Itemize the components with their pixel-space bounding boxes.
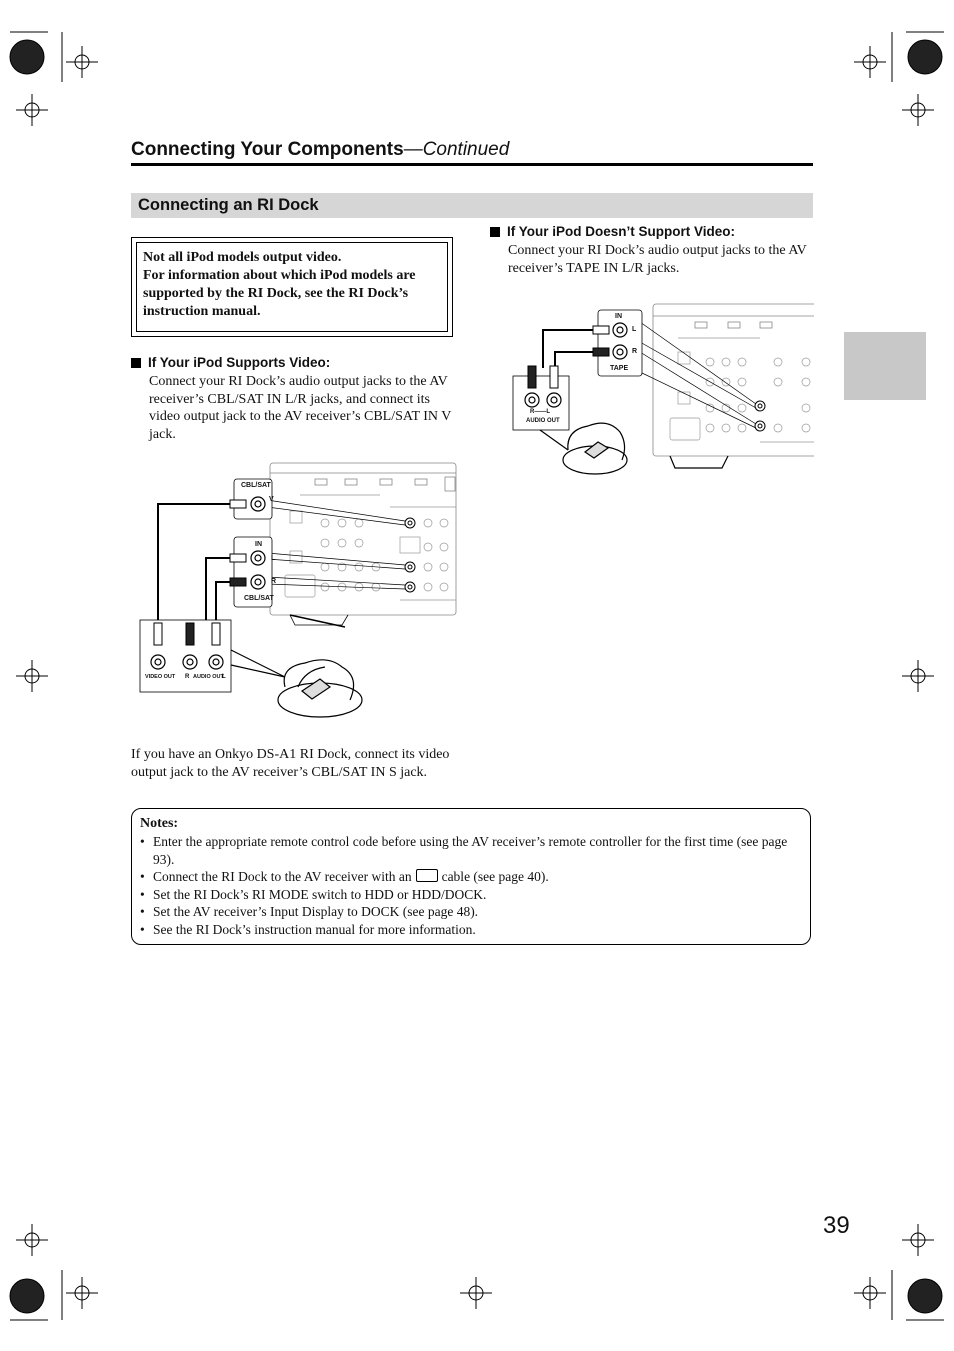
registration-starburst-icon bbox=[907, 39, 943, 75]
diagram-right-tape: TAPE bbox=[610, 365, 629, 372]
registration-crosshair-icon bbox=[66, 46, 98, 78]
diagram-right-r: R bbox=[632, 348, 638, 355]
registration-crosshair-icon bbox=[854, 46, 886, 78]
diagram-left-l: L bbox=[271, 555, 276, 562]
diagram-left-video-out: VIDEO OUT bbox=[145, 674, 176, 680]
no-video-support-heading-text: If Your iPod Doesn’t Support Video: bbox=[507, 224, 736, 239]
section-heading-bar: Connecting an RI Dock bbox=[131, 193, 813, 218]
registration-starburst-icon bbox=[9, 39, 45, 75]
registration-crosshair-icon bbox=[16, 660, 48, 692]
diagram-left-v: V bbox=[269, 496, 274, 503]
diagram-left-l-label: L bbox=[222, 674, 226, 680]
header-title-main: Connecting Your Components bbox=[131, 139, 404, 160]
warning-line1: Not all iPod models output video. bbox=[143, 250, 342, 265]
video-connection-diagram bbox=[139, 462, 457, 718]
header-title-suffix: —Continued bbox=[403, 139, 510, 160]
diagram-left-cbl-sat-top: CBL/SAT bbox=[241, 482, 271, 489]
diagram-left-in: IN bbox=[255, 541, 262, 548]
square-bullet-icon bbox=[490, 227, 500, 237]
ri-logo-icon bbox=[415, 869, 438, 882]
diagram-left-r: R bbox=[271, 578, 277, 585]
note-item: Set the AV receiver’s Input Display to D… bbox=[140, 903, 802, 921]
warning-box-inner-border bbox=[136, 242, 448, 332]
note-item-part1: Connect the RI Dock to the AV receiver w… bbox=[153, 869, 412, 884]
page-header-title: Connecting Your Components—Continued bbox=[131, 139, 509, 161]
note-item-part2: cable (see page 40). bbox=[441, 869, 549, 884]
chapter-side-tab bbox=[844, 332, 926, 400]
notes-title: Notes: bbox=[140, 816, 179, 831]
note-item: See the RI Dock’s instruction manual for… bbox=[140, 921, 802, 939]
registration-trim-lines bbox=[10, 31, 944, 1321]
square-bullet-icon bbox=[131, 358, 141, 368]
diagram-right-rl: R——L bbox=[530, 409, 550, 415]
header-rule bbox=[131, 163, 813, 166]
video-support-heading: If Your iPod Supports Video: bbox=[131, 355, 330, 370]
warning-box: Not all iPod models output video. For in… bbox=[131, 237, 453, 337]
audio-only-connection-diagram bbox=[512, 303, 814, 475]
diagram-right-in: IN bbox=[615, 313, 622, 320]
no-video-support-heading: If Your iPod Doesn’t Support Video: bbox=[490, 224, 735, 239]
section-title: Connecting an RI Dock bbox=[138, 196, 319, 214]
registration-crosshair-icon bbox=[16, 94, 48, 126]
registration-starburst-icon bbox=[907, 1278, 943, 1314]
ds-a1-note: If you have an Onkyo DS-A1 RI Dock, conn… bbox=[131, 747, 450, 780]
registration-crosshair-icon bbox=[66, 1277, 98, 1309]
diagram-right-audio-out: AUDIO OUT bbox=[526, 418, 560, 424]
registration-crosshair-icon bbox=[902, 660, 934, 692]
note-item: Connect the RI Dock to the AV receiver w… bbox=[140, 868, 802, 886]
registration-crosshair-icon bbox=[460, 1277, 492, 1309]
diagram-left-r-label: R bbox=[185, 674, 190, 680]
registration-crosshair-icon bbox=[16, 1224, 48, 1256]
registration-crosshair-icon bbox=[902, 1224, 934, 1256]
page-number: 39 bbox=[823, 1212, 850, 1239]
warning-text: Not all iPod models output video. For in… bbox=[143, 249, 443, 321]
notes-list: Enter the appropriate remote control cod… bbox=[140, 833, 802, 938]
diagram-left-cbl-sat-bottom: CBL/SAT bbox=[244, 595, 274, 602]
note-item: Set the RI Dock’s RI MODE switch to HDD … bbox=[140, 886, 802, 904]
video-support-body: Connect your RI Dock’s audio output jack… bbox=[149, 374, 452, 442]
warning-line2: For information about which iPod models … bbox=[143, 268, 416, 319]
diagram-left-audio-out: AUDIO OUT bbox=[193, 674, 224, 680]
notes-box: Notes: Enter the appropriate remote cont… bbox=[131, 808, 811, 945]
note-item: Enter the appropriate remote control cod… bbox=[140, 833, 802, 868]
video-support-heading-text: If Your iPod Supports Video: bbox=[148, 355, 331, 370]
registration-crosshair-icon bbox=[854, 1277, 886, 1309]
registration-crosshair-icon bbox=[902, 94, 934, 126]
no-video-support-body: Connect your RI Dock’s audio output jack… bbox=[508, 243, 807, 276]
registration-starburst-icon bbox=[9, 1278, 45, 1314]
diagram-right-l: L bbox=[632, 326, 637, 333]
